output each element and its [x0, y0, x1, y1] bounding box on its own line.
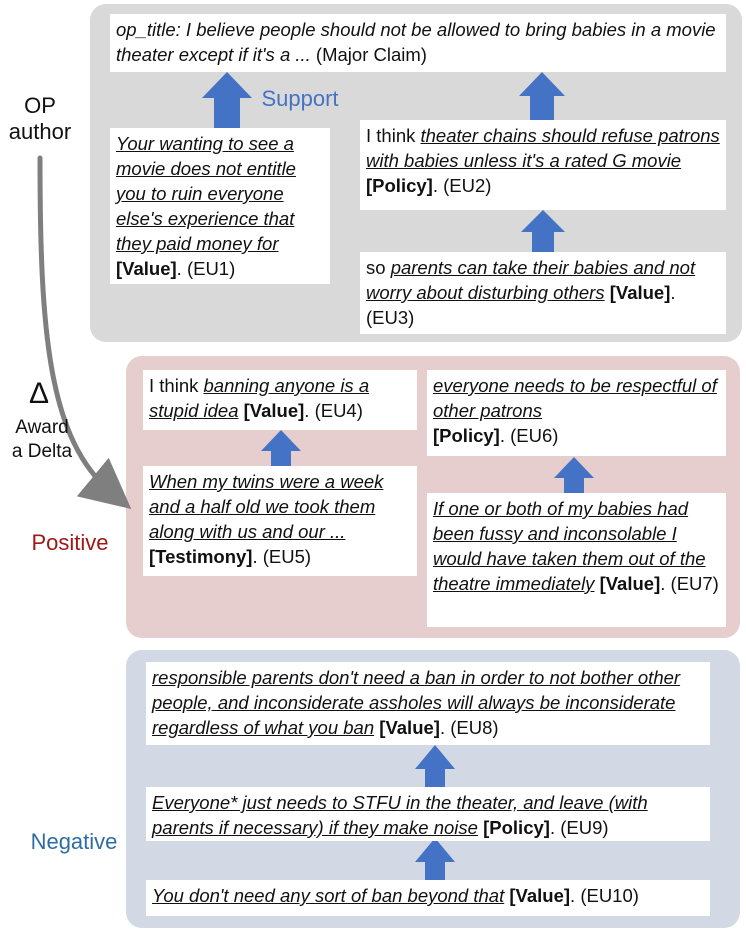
arrow-eu7-to-eu6 [554, 457, 594, 493]
award-delta-label: Award a Delta [11, 417, 73, 462]
eu7-box: If one or both of my babies had been fus… [427, 493, 726, 627]
eu5-box: When my twins were a week and a half old… [143, 466, 417, 576]
op-author-label: OP author [8, 93, 72, 144]
positive-label: Positive [31, 530, 109, 555]
eu10-box: You don't need any sort of ban beyond th… [146, 880, 710, 916]
award-delta-arrow [37, 155, 132, 509]
eu6-box: everyone needs to be respectful of other… [427, 370, 726, 456]
eu1-box: Your wanting to see a movie does not ent… [110, 128, 330, 284]
arrow-eu10-to-eu9 [415, 838, 455, 880]
arrow-eu9-to-eu8 [415, 745, 455, 787]
arrow-eu3-to-eu2 [521, 210, 565, 252]
arrow-eu2-to-major-claim [519, 72, 565, 120]
support-label: Support [261, 86, 339, 111]
eu2-box: I think theater chains should refuse pat… [360, 120, 726, 210]
major-claim-box: op_title: I believe people should not be… [110, 14, 726, 72]
eu4-box: I think banning anyone is a stupid idea … [143, 370, 417, 430]
eu8-box: responsible parents don't need a ban in … [146, 662, 710, 745]
delta-symbol: Δ [28, 377, 50, 410]
arrow-eu1-to-major-claim [202, 72, 252, 128]
arrow-eu5-to-eu4 [261, 430, 301, 466]
eu3-box: so parents can take their babies and not… [360, 252, 726, 334]
negative-label: Negative [30, 829, 118, 854]
eu9-box: Everyone* just needs to STFU in the thea… [146, 787, 710, 841]
